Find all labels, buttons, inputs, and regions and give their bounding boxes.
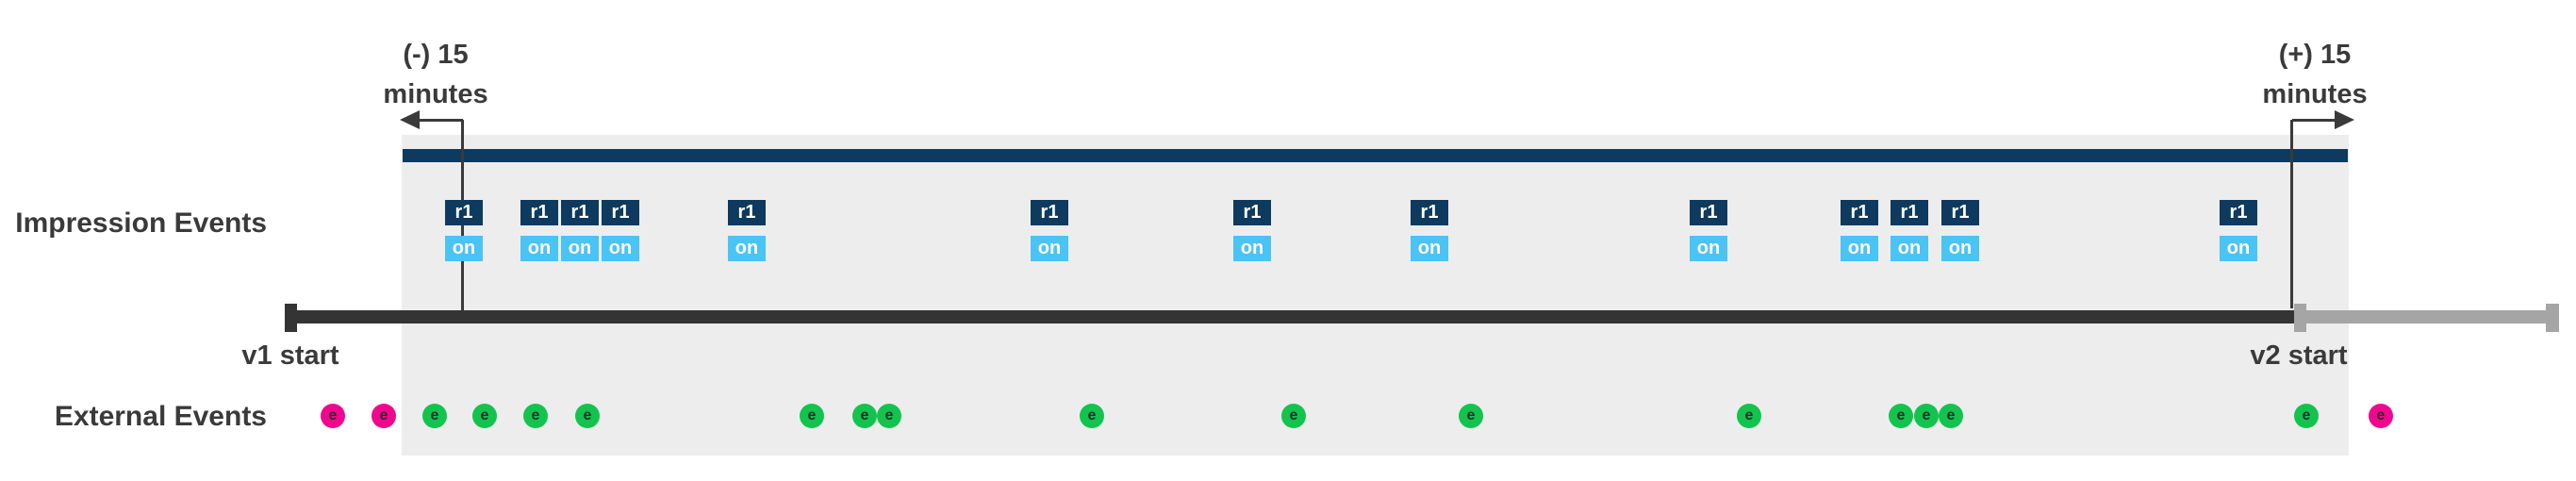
plus-15-line2: minutes [2262, 79, 2368, 109]
external-event-dot-green: e [575, 404, 600, 428]
impression-event-marker: r1 [1690, 200, 1727, 225]
right-arrow-line [2292, 119, 2337, 122]
v2-timeline-end-cap [2546, 304, 2559, 332]
v1-timeline-bar [297, 310, 2294, 323]
v2-start-label: v2 start [2250, 340, 2348, 371]
impression-event-marker: r1 [561, 200, 599, 225]
external-event-dot-green: e [523, 404, 548, 428]
left-arrow-line [411, 119, 463, 122]
impression-event-marker: r1 [602, 200, 639, 225]
plus-15-boundary-line [2290, 120, 2293, 308]
impression-on-marker: on [445, 236, 483, 261]
external-event-dot-green: e [1459, 404, 1483, 428]
external-event-dot-green: e [2294, 404, 2319, 428]
impression-on-marker: on [728, 236, 766, 261]
plus-15-minutes-annotation: (+) 15 minutes [2173, 35, 2456, 114]
impression-on-marker: on [561, 236, 599, 261]
impression-event-marker: r1 [520, 200, 558, 225]
external-event-dot-green: e [422, 404, 447, 428]
external-event-dot-green: e [852, 404, 877, 428]
external-event-dot-green: e [1939, 404, 1963, 428]
minus-15-line2: minutes [383, 79, 488, 109]
impression-on-marker: on [1031, 236, 1068, 261]
external-event-dot-magenta: e [2369, 404, 2393, 428]
impression-on-marker: on [1841, 236, 1878, 261]
impression-event-marker: r1 [1941, 200, 1979, 225]
minus-15-line1: (-) 15 [403, 40, 469, 70]
impression-event-marker: r1 [1891, 200, 1928, 225]
impression-event-marker: r1 [1411, 200, 1448, 225]
external-event-dot-green: e [1281, 404, 1306, 428]
impression-on-marker: on [1690, 236, 1727, 261]
experiment-window-panel [402, 135, 2349, 456]
impression-on-marker: on [1233, 236, 1271, 261]
impression-on-marker: on [2220, 236, 2257, 261]
v1-start-label: v1 start [241, 340, 339, 371]
impression-on-marker: on [1891, 236, 1928, 261]
experiment-window-top-bar [403, 149, 2348, 162]
impression-events-row-label: Impression Events [15, 207, 267, 239]
impression-event-marker: r1 [1233, 200, 1271, 225]
minus-15-minutes-annotation: (-) 15 minutes [294, 35, 577, 114]
impression-on-marker: on [520, 236, 558, 261]
impression-event-marker: r1 [2220, 200, 2257, 225]
external-event-dot-magenta: e [372, 404, 396, 428]
external-event-dot-green: e [800, 404, 824, 428]
external-event-dot-green: e [1080, 404, 1104, 428]
impression-event-marker: r1 [1031, 200, 1068, 225]
impression-on-marker: on [1941, 236, 1979, 261]
external-event-dot-green: e [1914, 404, 1939, 428]
external-event-dot-magenta: e [321, 404, 345, 428]
right-arrowhead-icon [2335, 110, 2354, 129]
v2-start-cap [2294, 304, 2306, 332]
impression-event-marker: r1 [445, 200, 483, 225]
external-event-dot-green: e [1889, 404, 1913, 428]
impression-event-marker: r1 [1841, 200, 1878, 225]
left-arrowhead-icon [400, 110, 420, 129]
external-event-dot-green: e [1737, 404, 1761, 428]
external-events-row-label: External Events [54, 401, 267, 432]
impression-event-marker: r1 [728, 200, 766, 225]
v1-start-cap [285, 304, 297, 332]
plus-15-line1: (+) 15 [2278, 40, 2352, 70]
external-event-dot-green: e [472, 404, 497, 428]
impression-on-marker: on [1411, 236, 1448, 261]
impression-on-marker: on [602, 236, 639, 261]
v2-timeline-bar [2306, 310, 2546, 323]
external-event-dot-green: e [877, 404, 901, 428]
